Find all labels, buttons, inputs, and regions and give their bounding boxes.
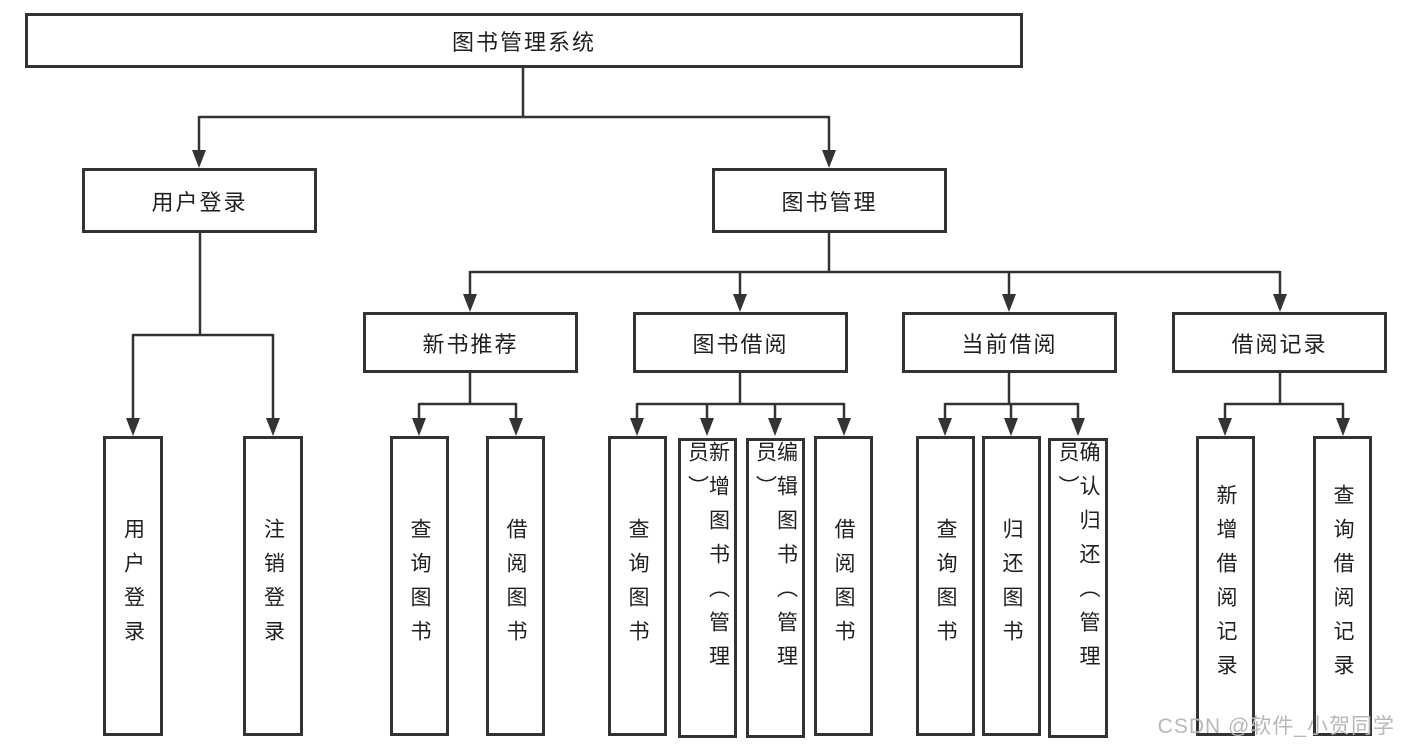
- leaf-query-books-recommend: 查询图书: [390, 436, 449, 736]
- leaf-query-books-current: 查询图书: [916, 436, 975, 736]
- connector-root-to-level2: [197, 68, 831, 150]
- leaf-add-books-admin: 新增图书（管理员）: [678, 438, 737, 738]
- node-root-book-management-system: 图书管理系统: [25, 13, 1023, 68]
- arrow-down-icon: [412, 418, 523, 436]
- connector-newbook-children: [417, 373, 518, 418]
- node-book-management: 图书管理: [712, 168, 947, 233]
- arrow-down-icon: [630, 418, 851, 436]
- leaf-borrow-books: 借阅图书: [814, 436, 873, 736]
- node-user-login: 用户登录: [82, 168, 317, 233]
- arrow-down-icon: [192, 150, 836, 168]
- leaf-add-borrow-record: 新增借阅记录: [1196, 436, 1255, 736]
- arrow-down-icon: [938, 418, 1085, 436]
- leaf-logout: 注销登录: [243, 436, 303, 736]
- leaf-query-books-borrow: 查询图书: [608, 436, 667, 736]
- node-current-borrowing: 当前借阅: [902, 312, 1117, 373]
- node-borrowing-records: 借阅记录: [1172, 312, 1387, 373]
- node-book-borrowing: 图书借阅: [633, 312, 848, 373]
- arrow-down-icon: [1218, 418, 1350, 436]
- arrow-down-icon: [463, 294, 1287, 312]
- node-new-book-recommendation: 新书推荐: [363, 312, 578, 373]
- leaf-confirm-return-admin: 确认归还（管理员）: [1048, 438, 1108, 738]
- leaf-borrow-books-recommend: 借阅图书: [486, 436, 545, 736]
- leaf-user-login: 用户登录: [103, 436, 163, 736]
- connector-current-children: [943, 373, 1080, 418]
- leaf-return-books: 归还图书: [982, 436, 1041, 736]
- connector-userlogin-children: [131, 233, 275, 418]
- connector-records-children: [1223, 373, 1345, 418]
- csdn-watermark: CSDN @软件_小贺同学: [1157, 715, 1395, 738]
- arrow-down-icon: [126, 418, 280, 436]
- leaf-edit-books-admin: 编辑图书（管理员）: [746, 438, 805, 738]
- connector-bookmgmt-children: [468, 233, 1282, 294]
- connector-borrow-children: [635, 373, 846, 418]
- leaf-query-borrow-record: 查询借阅记录: [1313, 436, 1372, 736]
